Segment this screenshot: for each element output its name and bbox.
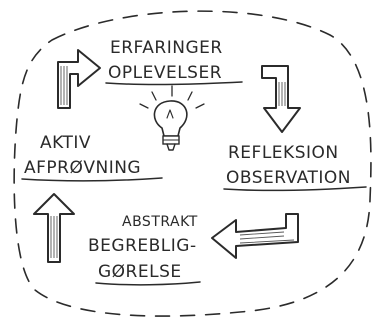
stage-abstract-line2: BEGREBLIG- <box>88 236 197 256</box>
stage-reflection: REFLEKSION OBSERVATION <box>223 143 367 192</box>
stage-active-line1: AKTIV <box>40 133 91 153</box>
stage-experience-line1: ERFARINGER <box>110 38 223 58</box>
stage-experience: ERFARINGER OPLEVELSER <box>105 38 243 86</box>
stage-abstract-line1: ABSTRAKT <box>122 214 198 230</box>
stage-abstract: ABSTRAKT BEGREBLIG- GØRELSE <box>88 214 201 286</box>
stage-reflection-line2: OBSERVATION <box>226 168 351 188</box>
stage-abstract-underline <box>95 281 201 286</box>
stage-active-line2: AFPRØVNING <box>24 158 141 178</box>
stage-abstract-line3: GØRELSE <box>98 262 182 282</box>
stage-experience-underline <box>105 81 243 86</box>
arrow-abstract-to-active <box>33 193 75 263</box>
lightbulb-icon <box>139 85 205 151</box>
arrow-reflection-to-abstract <box>211 213 299 259</box>
stage-reflection-line1: REFLEKSION <box>228 143 339 163</box>
arrow-experience-to-reflection <box>261 65 301 133</box>
stage-reflection-underline <box>223 186 367 192</box>
stage-active: AKTIV AFPRØVNING <box>21 133 163 182</box>
stage-experience-line2: OPLEVELSER <box>108 63 222 83</box>
arrow-active-to-experience <box>57 49 101 109</box>
dashed-cycle-loop <box>13 10 372 317</box>
stage-active-underline <box>21 177 163 182</box>
